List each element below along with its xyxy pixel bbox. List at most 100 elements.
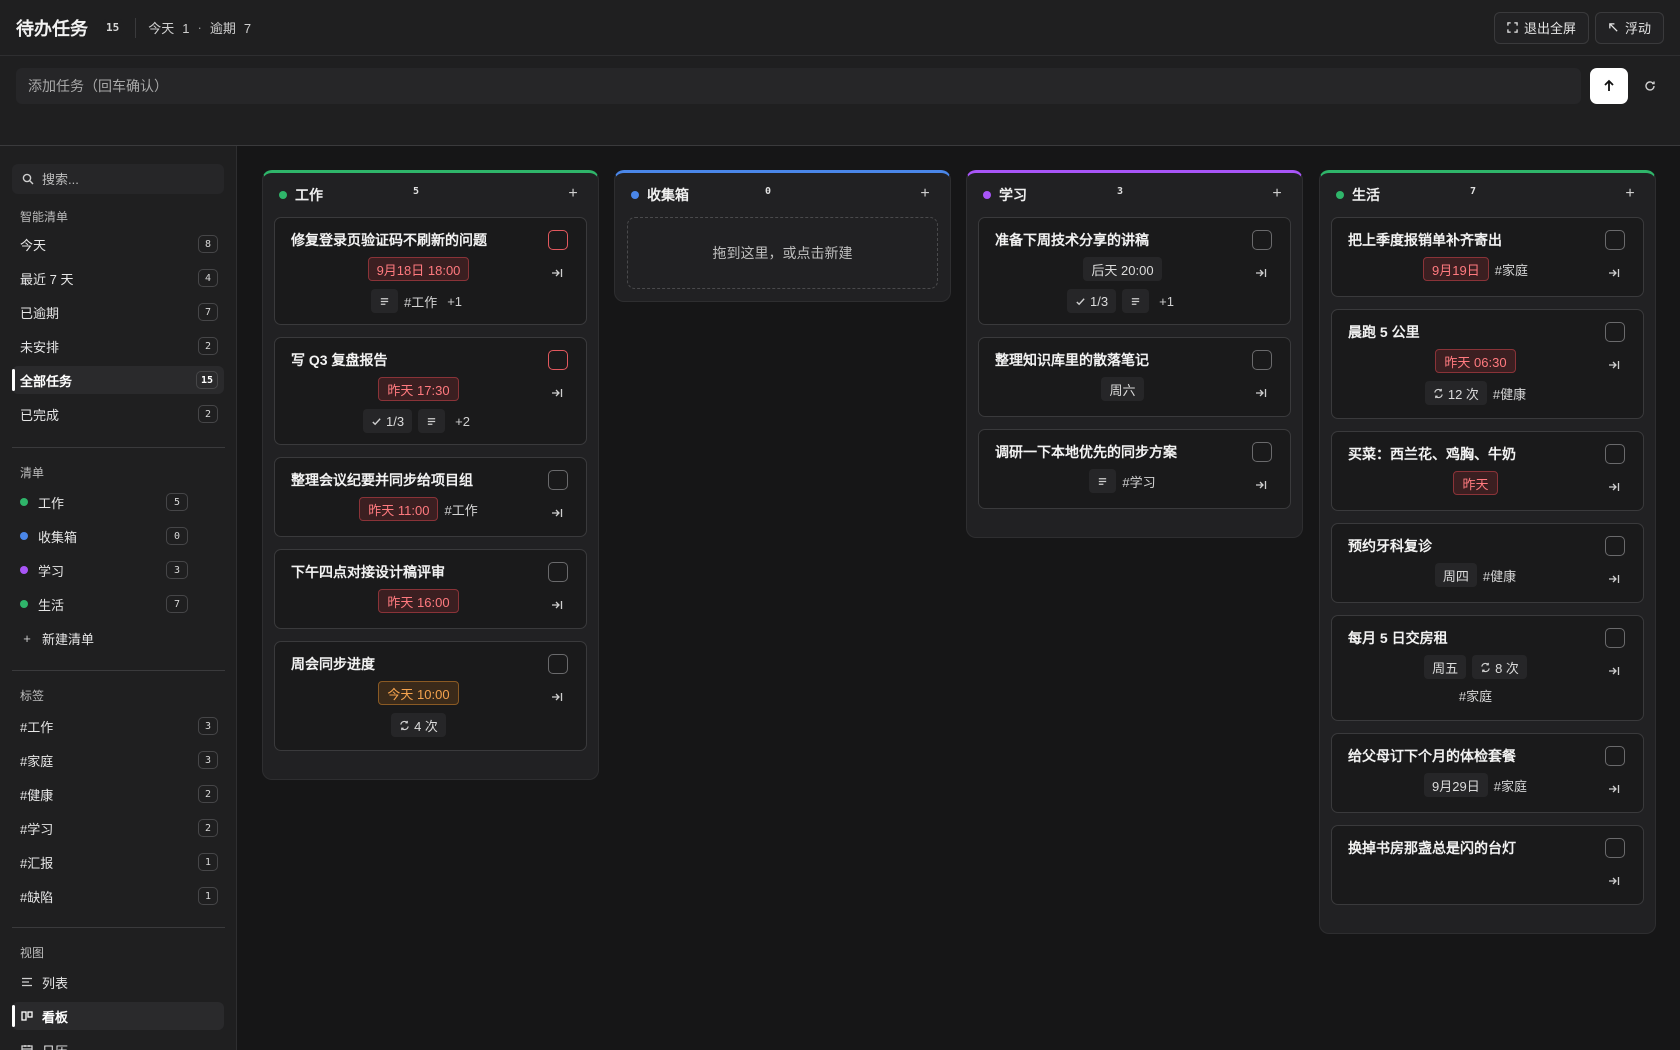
move-icon[interactable]: [550, 598, 564, 612]
task-checkbox[interactable]: [548, 654, 568, 674]
task-card[interactable]: 把上季度报销单补齐寄出 9月19日 #家庭: [1331, 217, 1644, 297]
task-card[interactable]: 下午四点对接设计稿评审 昨天 16:00: [274, 549, 587, 629]
task-checkbox[interactable]: [1605, 838, 1625, 858]
task-card[interactable]: 给父母订下个月的体检套餐 9月29日 #家庭: [1331, 733, 1644, 813]
task-checkbox[interactable]: [1605, 536, 1625, 556]
move-icon[interactable]: [1607, 572, 1621, 586]
board-column-life: 生活 7 + 把上季度报销单补齐寄出 9月19日 #家庭 晨跑 5 公里 昨天 …: [1319, 170, 1656, 934]
task-card[interactable]: 整理知识库里的散落笔记 周六: [978, 337, 1291, 417]
task-checkbox[interactable]: [1252, 442, 1272, 462]
notes-icon: [370, 289, 398, 313]
smart-list-unscheduled[interactable]: 未安排 2: [12, 332, 224, 360]
overdue-stat-count: 7: [243, 21, 252, 36]
plus-icon: +: [23, 630, 31, 646]
smart-list-next-7-days[interactable]: 最近 7 天 4: [12, 264, 224, 292]
smart-list-today[interactable]: 今天 8: [12, 230, 224, 258]
repeat-icon: [400, 720, 409, 730]
move-icon[interactable]: [550, 690, 564, 704]
smart-list-all-tasks[interactable]: 全部任务 15: [12, 366, 224, 394]
move-icon[interactable]: [1607, 874, 1621, 888]
search-input[interactable]: [42, 171, 212, 187]
move-icon[interactable]: [1607, 664, 1621, 678]
task-card[interactable]: 预约牙科复诊 周四 #健康: [1331, 523, 1644, 603]
task-card[interactable]: 准备下周技术分享的讲稿 后天 20:00 1/3 +1: [978, 217, 1291, 325]
task-title: 准备下周技术分享的讲稿: [995, 232, 1149, 248]
repeat-icon: [1481, 662, 1490, 672]
list-item-study[interactable]: 学习 3: [12, 556, 224, 584]
task-checkbox[interactable]: [548, 350, 568, 370]
task-tag: #家庭: [1494, 262, 1528, 278]
view-item-board[interactable]: 看板: [12, 1002, 224, 1030]
view-item-list[interactable]: 列表: [12, 968, 224, 996]
task-card[interactable]: 周会同步进度 今天 10:00 4 次: [274, 641, 587, 751]
empty-drop-zone[interactable]: 拖到这里，或点击新建: [627, 217, 938, 289]
exit-fullscreen-button[interactable]: 退出全屏: [1493, 11, 1589, 44]
task-checkbox[interactable]: [1605, 628, 1625, 648]
add-task-input[interactable]: [16, 68, 1581, 104]
move-icon[interactable]: [1607, 358, 1621, 372]
task-card[interactable]: 换掉书房那盏总是闪的台灯: [1331, 825, 1644, 905]
smart-list-label: 最近 7 天: [20, 271, 74, 287]
move-icon[interactable]: [1254, 478, 1268, 492]
tags-label: 标签: [20, 689, 45, 703]
column-add-button[interactable]: +: [568, 185, 578, 202]
calendar-icon: [20, 1044, 34, 1050]
task-checkbox[interactable]: [548, 470, 568, 490]
column-add-button[interactable]: +: [1625, 185, 1635, 202]
task-checkbox[interactable]: [1605, 230, 1625, 250]
tag-item-health[interactable]: #健康 2: [12, 780, 224, 808]
header-actions: 退出全屏 浮动: [1493, 11, 1664, 44]
task-checkbox[interactable]: [1605, 444, 1625, 464]
view-item-calendar[interactable]: 日历: [12, 1036, 224, 1050]
view-label: 看板: [42, 1009, 69, 1025]
task-checkbox[interactable]: [548, 230, 568, 250]
float-button[interactable]: 浮动: [1594, 11, 1664, 44]
tag-label: #健康: [20, 787, 54, 803]
submit-task-button[interactable]: [1590, 68, 1628, 104]
tag-item-report[interactable]: #汇报 1: [12, 848, 224, 876]
move-icon[interactable]: [1607, 480, 1621, 494]
task-card[interactable]: 修复登录页验证码不刷新的问题 9月18日 18:00 #工作 +1: [274, 217, 587, 325]
task-checkbox[interactable]: [548, 562, 568, 582]
task-card[interactable]: 整理会议纪要并同步给项目组 昨天 11:00 #工作: [274, 457, 587, 537]
task-card[interactable]: 买菜：西兰花、鸡胸、牛奶 昨天: [1331, 431, 1644, 511]
list-item-work[interactable]: 工作 5: [12, 488, 224, 516]
smart-list-completed[interactable]: 已完成 2: [12, 400, 224, 428]
tag-item-study[interactable]: #学习 2: [12, 814, 224, 842]
column-add-button[interactable]: +: [920, 185, 930, 202]
move-icon[interactable]: [1254, 266, 1268, 280]
list-item-life[interactable]: 生活 7: [12, 590, 224, 618]
task-checkbox[interactable]: [1605, 746, 1625, 766]
task-tag: #工作: [403, 294, 438, 310]
move-icon[interactable]: [550, 266, 564, 280]
repeat-icon: [1434, 388, 1443, 398]
task-card[interactable]: 写 Q3 复盘报告 昨天 17:30 1/3 +2: [274, 337, 587, 445]
move-icon[interactable]: [1254, 386, 1268, 400]
more-tags-count: +1: [447, 293, 463, 309]
new-list-button[interactable]: + 新建清单: [12, 624, 224, 652]
more-tags-count: +2: [455, 413, 470, 429]
task-checkbox[interactable]: [1605, 322, 1625, 342]
notes-icon: [418, 409, 446, 433]
column-color-dot: [1336, 191, 1344, 199]
task-checkbox[interactable]: [1252, 230, 1272, 250]
smart-list-overdue[interactable]: 已逾期 7: [12, 298, 224, 326]
task-checkbox[interactable]: [1252, 350, 1272, 370]
tag-item-family[interactable]: #家庭 3: [12, 746, 224, 774]
task-card[interactable]: 调研一下本地优先的同步方案 #学习: [978, 429, 1291, 509]
list-item-inbox[interactable]: 收集箱 0: [12, 522, 224, 550]
tag-item-bug[interactable]: #缺陷 1: [12, 882, 224, 910]
move-icon[interactable]: [1607, 266, 1621, 280]
task-card[interactable]: 每月 5 日交房租 周五 8 次 #家庭: [1331, 615, 1644, 721]
move-icon[interactable]: [550, 386, 564, 400]
task-meta-row: 昨天 16:00: [291, 589, 546, 613]
task-meta-row: 4 次: [291, 713, 546, 737]
tag-item-work[interactable]: #工作 3: [12, 712, 224, 740]
task-meta-row: 周四 #健康: [1348, 563, 1603, 587]
task-card[interactable]: 晨跑 5 公里 昨天 06:30 12 次 #健康: [1331, 309, 1644, 419]
column-add-button[interactable]: +: [1272, 185, 1282, 202]
move-icon[interactable]: [1607, 782, 1621, 796]
refresh-button[interactable]: [1640, 76, 1660, 96]
move-icon[interactable]: [550, 506, 564, 520]
